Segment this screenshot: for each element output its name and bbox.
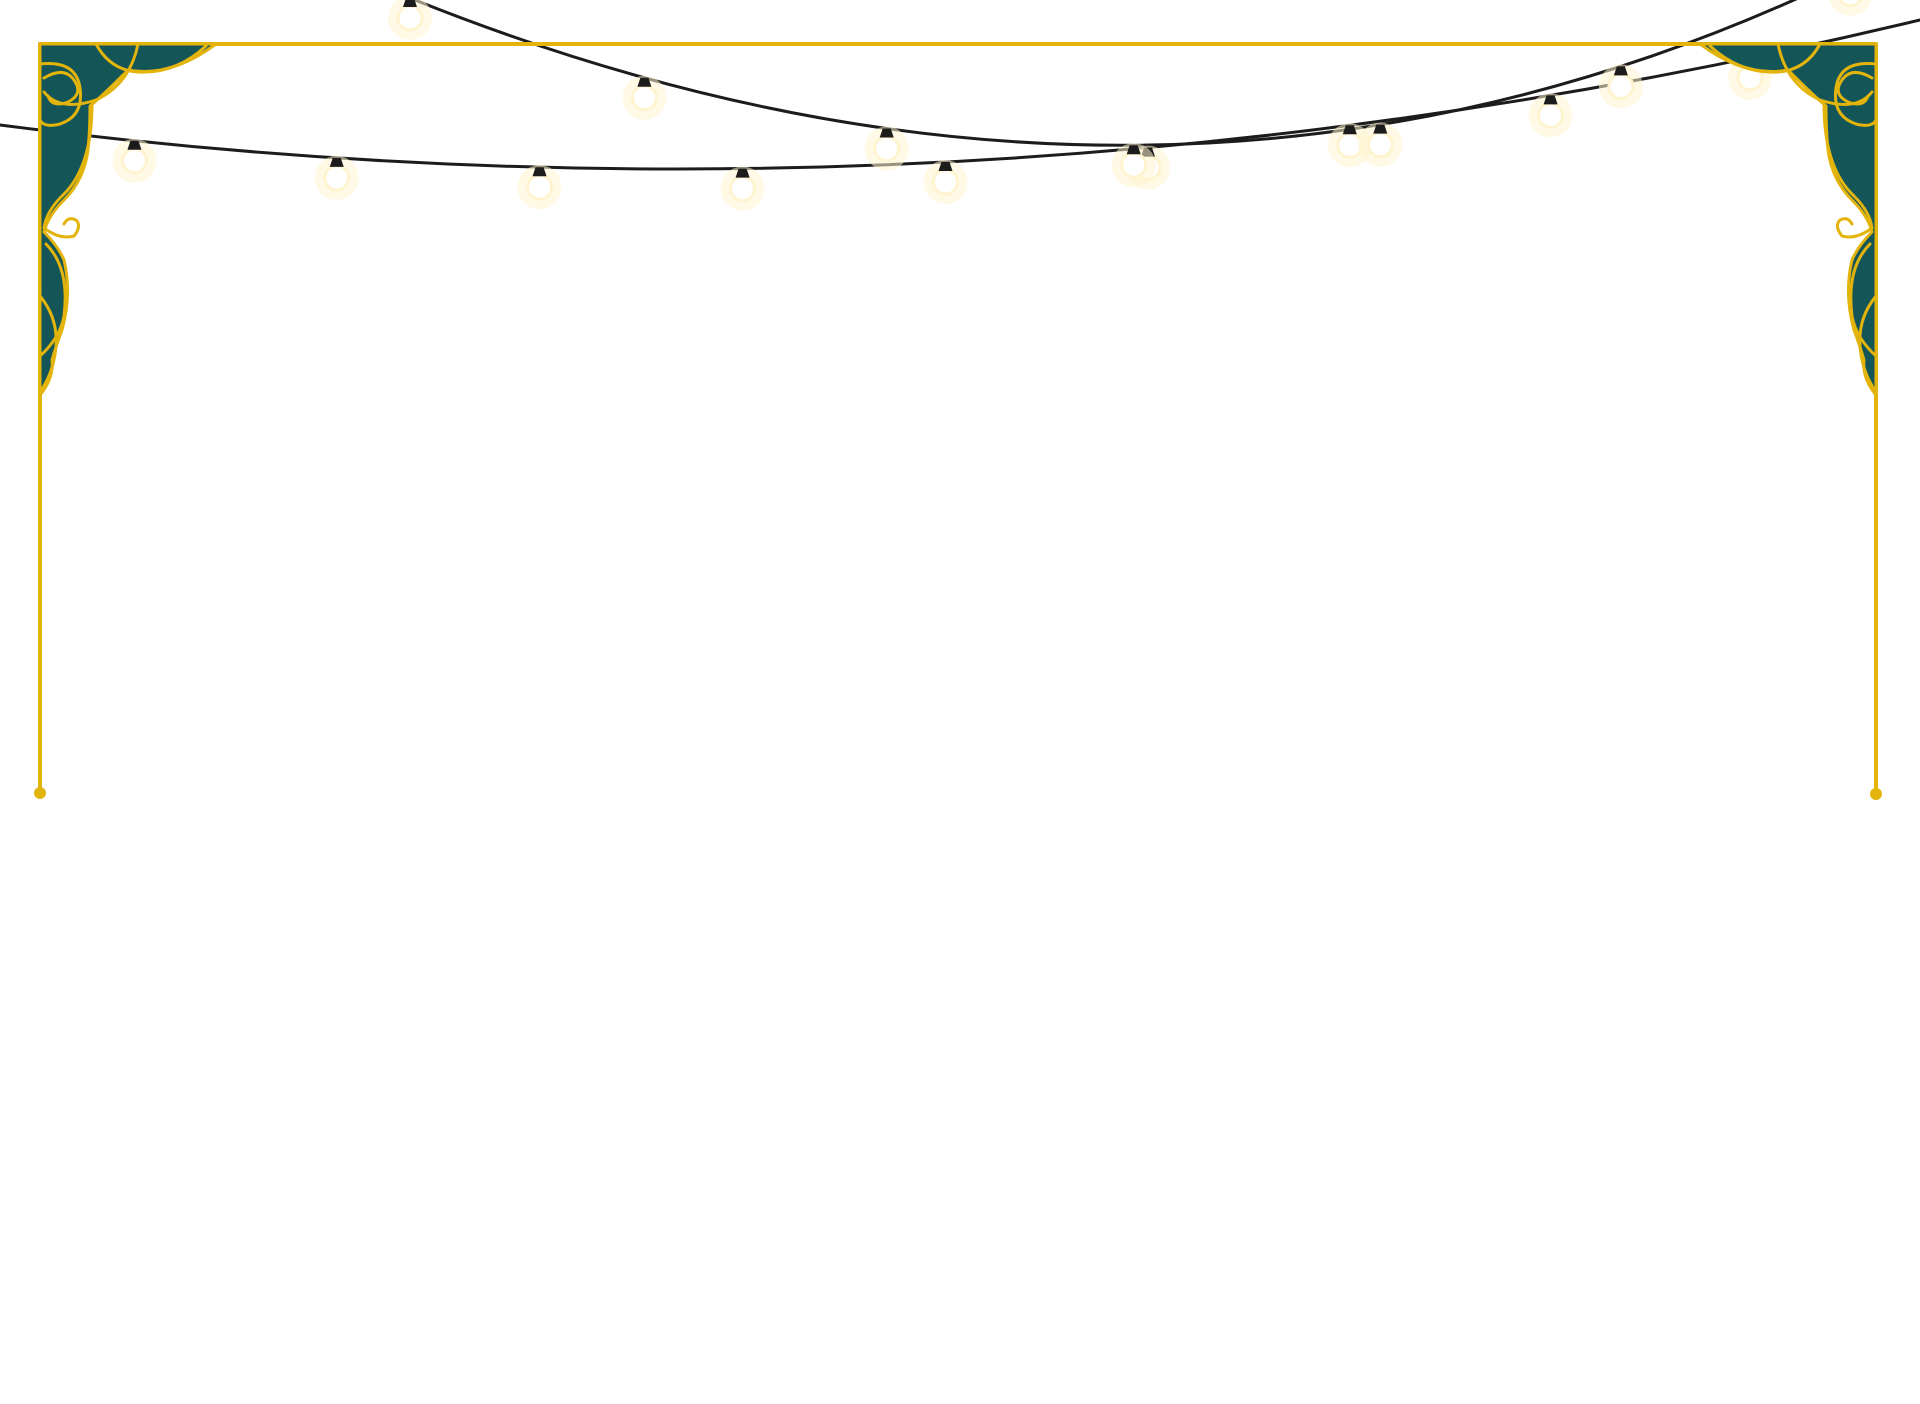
bulb-socket-icon (938, 162, 953, 172)
bulb-socket-icon (879, 128, 894, 138)
string-light-bulbs (112, 0, 1872, 211)
bulb-globe (729, 175, 757, 203)
dot-finial-icon (1870, 788, 1882, 800)
bulb-socket-icon (532, 167, 547, 177)
light-bulb-icon (864, 126, 909, 171)
bulb-globe (120, 147, 148, 175)
bulb-globe (396, 4, 424, 32)
light-bulb-icon (1111, 143, 1156, 188)
bulb-globe (1537, 101, 1565, 129)
bulb-socket-icon (403, 0, 417, 7)
bulb-globe (1120, 151, 1148, 179)
light-bulb-icon (622, 75, 667, 120)
light-bulb-icon (1528, 93, 1573, 138)
corner-scroll-line (38, 294, 58, 394)
bulb-globe (1336, 131, 1364, 159)
bulb-socket-icon (1126, 145, 1141, 155)
bulb-globe (873, 135, 901, 163)
corner-scroll-line (1776, 42, 1874, 106)
bulb-globe (1838, 0, 1863, 8)
light-string-back (410, 0, 1798, 147)
corner-scroll-line (1708, 42, 1822, 74)
bulb-globe (1607, 72, 1635, 100)
bulb-socket-icon (1543, 95, 1558, 105)
light-bulb-icon (720, 166, 765, 211)
light-bulb-icon (923, 160, 968, 205)
light-bulb-icon (388, 0, 432, 40)
bulb-globe (526, 173, 554, 201)
light-bulb-icon (314, 155, 359, 200)
light-bulb-icon (517, 165, 562, 210)
corner-scroll-line (1822, 102, 1874, 230)
corner-scroll-line (38, 62, 83, 127)
bulb-globe (630, 84, 658, 112)
bulb-socket-icon (735, 168, 750, 178)
corner-scroll-line (42, 71, 80, 106)
bulb-socket-icon (1613, 66, 1628, 76)
light-bulb-icon (1829, 0, 1872, 16)
bulb-globe (1366, 131, 1394, 159)
bulb-socket-icon (329, 157, 344, 167)
bulb-socket-icon (1342, 125, 1357, 135)
bulb-glow (1829, 0, 1872, 16)
corner-scroll-line (1849, 242, 1878, 358)
ornamental-scroll-corner-icon (38, 42, 218, 397)
corner-scroll-line (94, 42, 208, 74)
corner-scroll-line (42, 217, 81, 239)
bulb-socket-icon (127, 140, 142, 150)
corner-scroll-line (42, 102, 94, 230)
bulb-globe (323, 164, 351, 192)
corner-scroll-line (1858, 294, 1878, 394)
light-bulb-icon (1358, 122, 1403, 167)
corner-scroll-line (1833, 62, 1878, 127)
bulb-globe (931, 168, 959, 196)
light-bulb-icon (112, 138, 157, 183)
light-bulb-icon (1598, 64, 1643, 109)
corner-scroll-line (42, 42, 140, 106)
corner-scroll-line (1836, 71, 1874, 106)
bulb-socket-icon (637, 77, 652, 87)
bulb-socket-icon (1373, 124, 1388, 134)
dot-finial-icon (34, 787, 46, 799)
corner-scroll-line (1835, 217, 1874, 239)
ornamental-scroll-corner-icon (1698, 42, 1878, 397)
corner-scroll-line (38, 242, 67, 358)
